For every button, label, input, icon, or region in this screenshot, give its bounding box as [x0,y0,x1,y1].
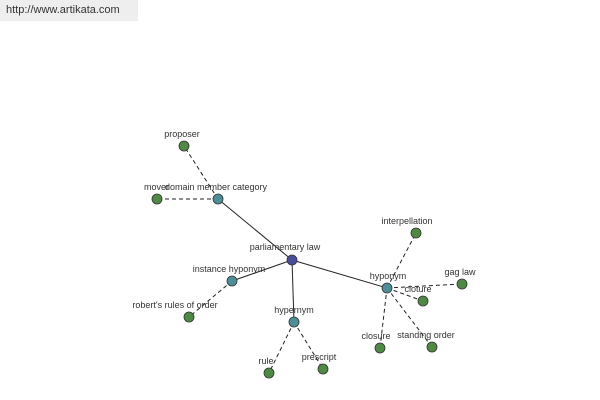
edge-hypernym-to-rule [268,321,295,374]
node-closure[interactable] [374,342,386,354]
label-cloture[interactable]: cloture [404,284,431,294]
node-hypernym[interactable] [288,316,300,328]
edge-instance-hyponym-to-roberts-rules-of-order [188,280,233,318]
source-url[interactable]: http://www.artikata.com [0,0,138,21]
edge-hyponym-to-interpellation [386,232,417,289]
label-domain-member-category[interactable]: domain member category [165,182,268,192]
node-proposer[interactable] [178,140,190,152]
edge-hyponym-to-gag-law [386,283,463,289]
label-closure[interactable]: closure [361,331,390,341]
edge-hyponym-to-standing-order [386,287,433,348]
edges-layer [157,145,463,374]
node-domain-member-category[interactable] [212,193,224,205]
edge-parliamentary-law-to-instance-hyponym [231,259,293,282]
node-mover[interactable] [151,193,163,205]
edge-hyponym-to-closure [379,287,388,349]
edge-parliamentary-law-to-hyponym [291,259,388,289]
node-cloture[interactable] [417,295,429,307]
label-standing-order[interactable]: standing order [397,330,455,340]
label-proposer[interactable]: proposer [164,129,200,139]
node-standing-order[interactable] [426,341,438,353]
node-rule[interactable] [263,367,275,379]
label-parliamentary-law[interactable]: parliamentary law [250,242,321,252]
edge-hypernym-to-prescript [293,321,324,370]
labels-layer: parliamentary law domain member category p… [132,129,476,366]
node-prescript[interactable] [317,363,329,375]
label-interpellation[interactable]: interpellation [381,216,432,226]
edge-parliamentary-law-to-hypernym [291,259,295,323]
label-hyponym[interactable]: hyponym [370,271,407,281]
node-hyponym[interactable] [381,282,393,294]
label-hypernym[interactable]: hypernym [274,305,314,315]
nodes-layer [151,140,468,379]
node-interpellation[interactable] [410,227,422,239]
label-prescript[interactable]: prescript [302,352,337,362]
label-rule[interactable]: rule [258,356,273,366]
label-gag-law[interactable]: gag law [444,267,476,277]
edge-hyponym-to-cloture [386,287,424,302]
node-instance-hyponym[interactable] [226,275,238,287]
label-instance-hyponym[interactable]: instance hyponym [193,264,266,274]
edge-parliamentary-law-to-domain-member-category [217,198,293,261]
edge-domain-member-category-to-proposer [183,145,219,200]
node-parliamentary-law[interactable] [286,254,298,266]
node-gag-law[interactable] [456,278,468,290]
label-mover[interactable]: mover [144,182,169,192]
node-roberts-rules-of-order[interactable] [183,311,195,323]
label-roberts-rules-of-order[interactable]: robert's rules of order [132,300,217,310]
